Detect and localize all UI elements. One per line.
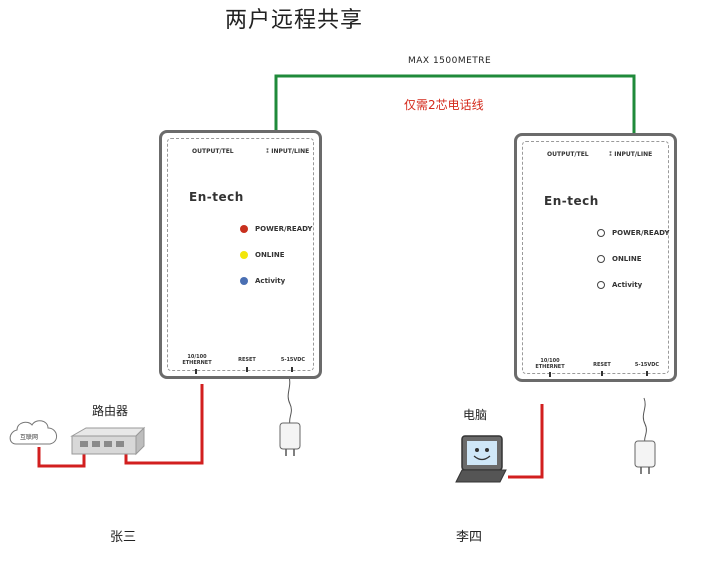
port-power-label: 5-15VDC bbox=[634, 362, 660, 368]
port-reset bbox=[601, 371, 603, 376]
internet-label: 互联网 bbox=[20, 434, 39, 441]
led-activity: Activity bbox=[240, 277, 285, 285]
activity-led-icon bbox=[240, 277, 248, 285]
activity-led-icon bbox=[597, 281, 605, 289]
cable-pc-device bbox=[508, 404, 544, 479]
wire-note: 仅需2芯电话线 bbox=[404, 98, 484, 112]
cable-cloud-router bbox=[37, 447, 86, 468]
person-right-label: 李四 bbox=[456, 530, 483, 545]
port-ethernet bbox=[549, 372, 551, 377]
port-output-label: OUTPUT/TEL bbox=[547, 151, 589, 158]
router-label: 路由器 bbox=[92, 404, 129, 418]
pc-label: 电脑 bbox=[463, 408, 488, 422]
port-input-label: ⁑ INPUT/LINE bbox=[266, 148, 310, 155]
internet-cloud-icon bbox=[9, 420, 57, 445]
phone-line bbox=[274, 74, 636, 140]
led-activity: Activity bbox=[597, 281, 642, 289]
device-right: OUTPUT/TEL ⁑ INPUT/LINE En-tech POWER/RE… bbox=[514, 133, 677, 382]
line-jack-icon: ⁑ bbox=[266, 148, 272, 155]
max-distance-label: MAX 1500METRE bbox=[408, 56, 492, 66]
brand-label: En-tech bbox=[544, 194, 599, 208]
device-left: OUTPUT/TEL ⁑ INPUT/LINE En-tech POWER/RE… bbox=[159, 130, 322, 379]
port-input-label: ⁑ INPUT/LINE bbox=[609, 151, 653, 158]
online-led-icon bbox=[240, 251, 248, 259]
cable-router-device bbox=[124, 384, 204, 465]
port-reset-label: RESET bbox=[238, 357, 256, 363]
led-online: ONLINE bbox=[240, 251, 285, 259]
led-power: POWER/READY bbox=[240, 225, 313, 233]
power-cord-left bbox=[287, 375, 292, 425]
port-power bbox=[646, 371, 648, 376]
port-ethernet-label: 10/100 ETHERNET bbox=[535, 358, 565, 370]
power-led-icon bbox=[240, 225, 248, 233]
port-ethernet bbox=[195, 369, 197, 374]
led-power: POWER/READY bbox=[597, 229, 670, 237]
power-adapter-left bbox=[279, 422, 301, 456]
laptop-icon bbox=[455, 435, 507, 483]
diagram-title: 两户远程共享 bbox=[225, 8, 364, 33]
port-power-label: 5-15VDC bbox=[280, 357, 306, 363]
online-led-icon bbox=[597, 255, 605, 263]
person-left-label: 张三 bbox=[110, 530, 137, 545]
power-adapter-right bbox=[634, 440, 656, 474]
port-power bbox=[291, 367, 293, 372]
port-ethernet-label: 10/100 ETHERNET bbox=[182, 354, 212, 366]
port-reset-label: RESET bbox=[593, 362, 611, 368]
led-online: ONLINE bbox=[597, 255, 642, 263]
port-reset bbox=[246, 367, 248, 372]
line-jack-icon: ⁑ bbox=[609, 151, 615, 158]
port-output-label: OUTPUT/TEL bbox=[192, 148, 234, 155]
router-icon bbox=[70, 426, 146, 456]
brand-label: En-tech bbox=[189, 190, 244, 204]
power-led-icon bbox=[597, 229, 605, 237]
power-cord-right bbox=[642, 397, 647, 443]
